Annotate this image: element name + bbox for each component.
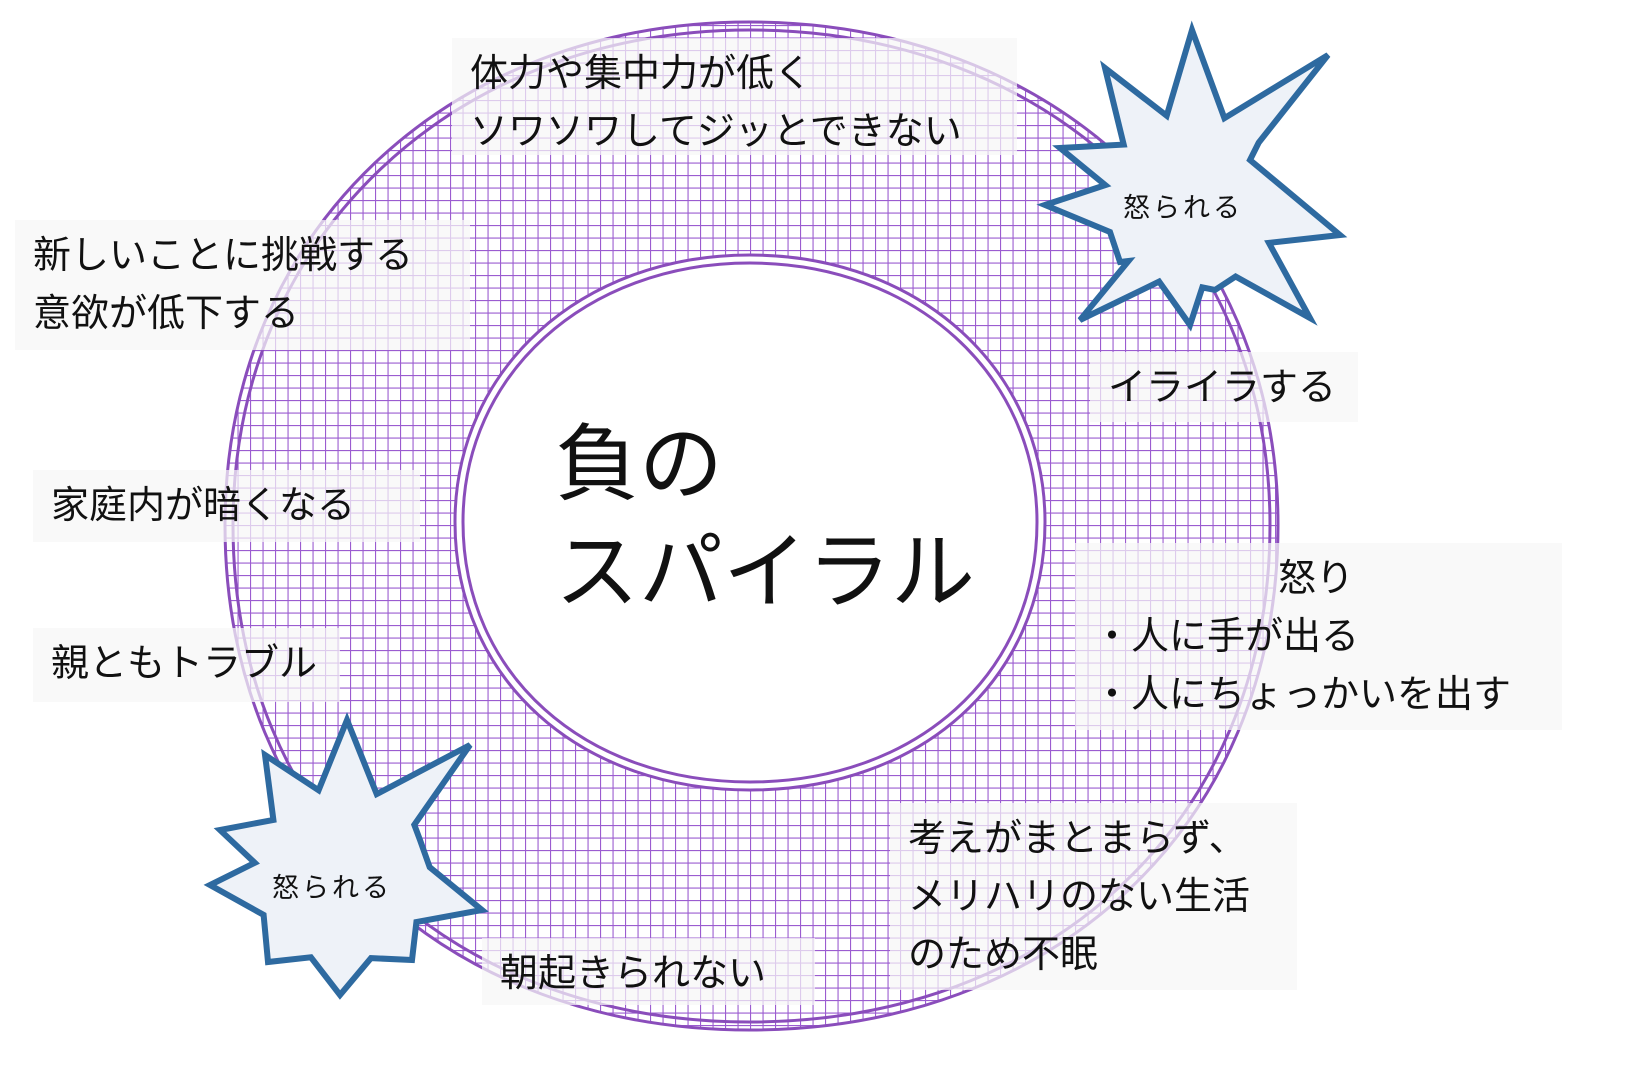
item-lower-left-text: 親ともトラブル: [51, 641, 318, 685]
item-top-line2: ソワソワしてジッとできない: [470, 109, 962, 153]
diagram-title: 負の スパイラル: [555, 410, 975, 626]
item-right-line3: ・人にちょっかいを出す: [1093, 672, 1512, 716]
item-lower-right: 考えがまとまらず、 メリハリのない生活 のため不眠: [890, 803, 1297, 990]
item-right-line2: ・人に手が出る: [1093, 614, 1360, 658]
item-top: 体力や集中力が低く ソワソワしてジッとできない: [452, 38, 1017, 155]
item-lower-left: 親ともトラブル: [33, 628, 340, 702]
inner-ring-line: [453, 253, 1047, 792]
item-lower-right-line1: 考えがまとまらず、: [908, 816, 1247, 860]
item-lower-right-line2: メリハリのない生活: [908, 874, 1251, 918]
burst-label-lower-left: 怒られる: [272, 873, 392, 904]
anger-burst-upper-right: [1036, 20, 1348, 332]
title-line1: 負の: [555, 415, 724, 513]
item-upper-left: 新しいことに挑戦する 意欲が低下する: [15, 220, 470, 350]
item-upper-left-line2: 意欲が低下する: [33, 291, 300, 335]
item-left: 家庭内が暗くなる: [33, 470, 420, 542]
item-right: 怒り ・人に手が出る ・人にちょっかいを出す: [1075, 543, 1562, 730]
inner-ring-line-2: [461, 261, 1039, 784]
title-line2: スパイラル: [555, 523, 976, 621]
burst-label-upper-right: 怒られる: [1123, 193, 1243, 224]
item-upper-left-line1: 新しいことに挑戦する: [33, 233, 414, 277]
item-right-line1: 怒り: [1278, 556, 1355, 600]
item-lower-right-line3: のため不眠: [908, 932, 1099, 976]
item-bottom: 朝起きられない: [482, 938, 815, 1005]
item-top-line1: 体力や集中力が低く: [470, 51, 813, 95]
anger-burst-lower-left: [203, 711, 489, 1000]
spiral-ring: [225, 22, 1278, 1030]
item-bottom-text: 朝起きられない: [500, 951, 767, 995]
item-left-text: 家庭内が暗くなる: [51, 483, 356, 527]
item-right-upper: イライラする: [1090, 352, 1358, 422]
item-right-upper-text: イライラする: [1108, 365, 1337, 409]
